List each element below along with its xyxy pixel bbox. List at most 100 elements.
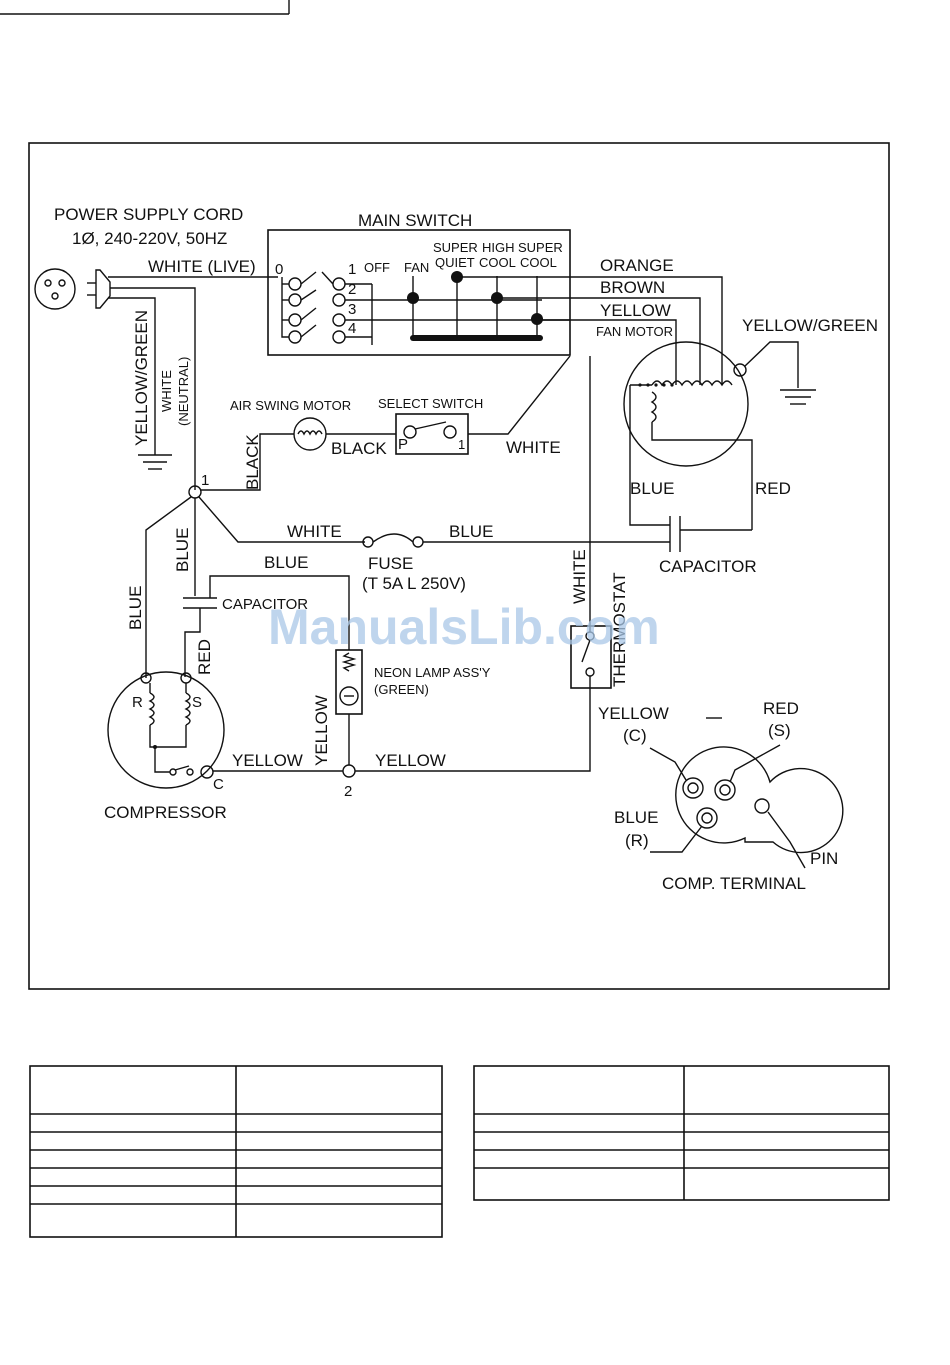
term-red-label: RED [763, 699, 799, 718]
select-contact-p [403, 425, 417, 439]
super-cool-label-1: SUPER [518, 240, 563, 255]
comp-terminal-icon [649, 744, 844, 869]
blue-fuse-label: BLUE [449, 522, 493, 541]
wire-blue-top [209, 575, 350, 650]
comp-r-terminal [140, 672, 152, 684]
pos-0-label: 0 [275, 261, 283, 278]
main-switch-box [267, 229, 571, 356]
blue-top-label: BLUE [264, 553, 308, 572]
pin-label: PIN [810, 849, 838, 868]
left-table [29, 1065, 443, 1238]
pos-4-label: 4 [348, 320, 356, 337]
wire-yellow-bottom [355, 676, 591, 772]
off-label: OFF [364, 260, 390, 275]
white-neutral-label-2: (NEUTRAL) [176, 357, 191, 426]
yellow-bottom-label: YELLOW [375, 751, 446, 770]
blue-left-label: BLUE [126, 586, 145, 630]
fan-ground-terminal [733, 363, 747, 377]
white-neutral-label-1: WHITE [159, 370, 174, 412]
select-lever [414, 421, 447, 430]
super-cool-label-2: COOL [520, 255, 557, 270]
wire-yellow-green-fan [744, 341, 799, 388]
s-term-label: S [192, 694, 202, 711]
blue-vertical-label: BLUE [173, 528, 192, 572]
white-fuse-label: WHITE [287, 522, 342, 541]
pos-1-label: 1 [348, 261, 356, 278]
node-2-icon [342, 764, 356, 778]
compressor-label: COMPRESSOR [104, 803, 227, 822]
yellow-green-right-label: YELLOW/GREEN [742, 316, 878, 335]
comp-capacitor-icon [183, 597, 217, 609]
brown-label: BROWN [600, 278, 665, 297]
wire-orange [457, 276, 723, 385]
power-spec-label: 1Ø, 240-220V, 50HZ [72, 229, 227, 248]
red-comp-label: RED [195, 639, 214, 675]
comp-terminal-label: COMP. TERMINAL [662, 874, 806, 893]
right-table [473, 1065, 890, 1201]
neon-green-label: (GREEN) [374, 682, 429, 697]
white-live-label: WHITE (LIVE) [148, 257, 256, 276]
main-switch-label: MAIN SWITCH [358, 211, 472, 230]
fuse-label: FUSE [368, 554, 413, 573]
select-1-label: 1 [458, 437, 465, 452]
air-swing-motor-label: AIR SWING MOTOR [230, 398, 351, 413]
thermostat-box [570, 625, 612, 689]
pos-3-label: 3 [348, 301, 356, 318]
fuse-rating-label: (T 5A L 250V) [362, 574, 466, 593]
super-quiet-label-2: QUIET [435, 255, 475, 270]
term-blue-label: BLUE [614, 808, 658, 827]
fan-motor-windings [629, 380, 753, 530]
compressor-icon [107, 671, 225, 789]
neon-lamp-label: NEON LAMP ASS'Y [374, 665, 491, 680]
high-cool-label-2: COOL [479, 255, 516, 270]
neon-resistor-icon [341, 652, 357, 672]
power-plug-icon [34, 268, 111, 310]
yellow-vertical-label: YELLOW [312, 695, 331, 766]
neon-bulb-icon [339, 686, 359, 706]
switch-position-lines [407, 271, 543, 338]
high-cool-label-1: HIGH [482, 240, 515, 255]
comp-s-terminal [180, 672, 192, 684]
diagram-frame [28, 142, 890, 990]
c-term-label: C [213, 776, 224, 793]
compressor-windings [148, 683, 194, 776]
white-thermo-label: WHITE [570, 549, 589, 604]
switch-contacts [281, 271, 570, 345]
node-2-label: 2 [344, 783, 352, 800]
wire-blue-left [145, 496, 192, 678]
black-vertical-label: BLACK [243, 434, 262, 490]
yellow-comp-label: YELLOW [232, 751, 303, 770]
capacitor-fan-label: CAPACITOR [659, 557, 757, 576]
term-s-label: (S) [768, 721, 791, 740]
fan-motor-icon [623, 341, 749, 467]
yellow-fan-label: YELLOW [600, 301, 671, 320]
fan-label: FAN [404, 260, 429, 275]
fan-capacitor-icon [669, 516, 752, 552]
term-r-label: (R) [625, 831, 649, 850]
wire-white-fuse [198, 496, 365, 543]
thermostat-label: THERMOSTAT [610, 572, 629, 687]
orange-label: ORANGE [600, 256, 674, 275]
node-1-label: 1 [201, 472, 209, 489]
capacitor-comp-label: CAPACITOR [222, 596, 308, 613]
yellow-green-left-label: YELLOW/GREEN [132, 310, 151, 446]
black-horizontal-label: BLACK [331, 439, 387, 458]
fan-motor-label: FAN MOTOR [596, 324, 673, 339]
ground-left-icon [138, 454, 172, 470]
fuse-icon [362, 533, 424, 548]
air-swing-coil [297, 430, 323, 436]
white-select-label: WHITE [506, 438, 561, 457]
r-term-label: R [132, 694, 143, 711]
watermark-text: ManualsLib.com [268, 599, 660, 655]
wire-white-select [468, 355, 571, 435]
power-supply-cord-label: POWER SUPPLY CORD [54, 205, 243, 224]
wire-black [200, 433, 294, 491]
ground-right-icon [780, 389, 816, 405]
comp-c-terminal [200, 765, 214, 779]
term-yellow-label: YELLOW [598, 704, 669, 723]
red-fan-label: RED [755, 479, 791, 498]
wire-red-comp [184, 608, 201, 677]
wire-yellow-green-ground [108, 297, 156, 455]
